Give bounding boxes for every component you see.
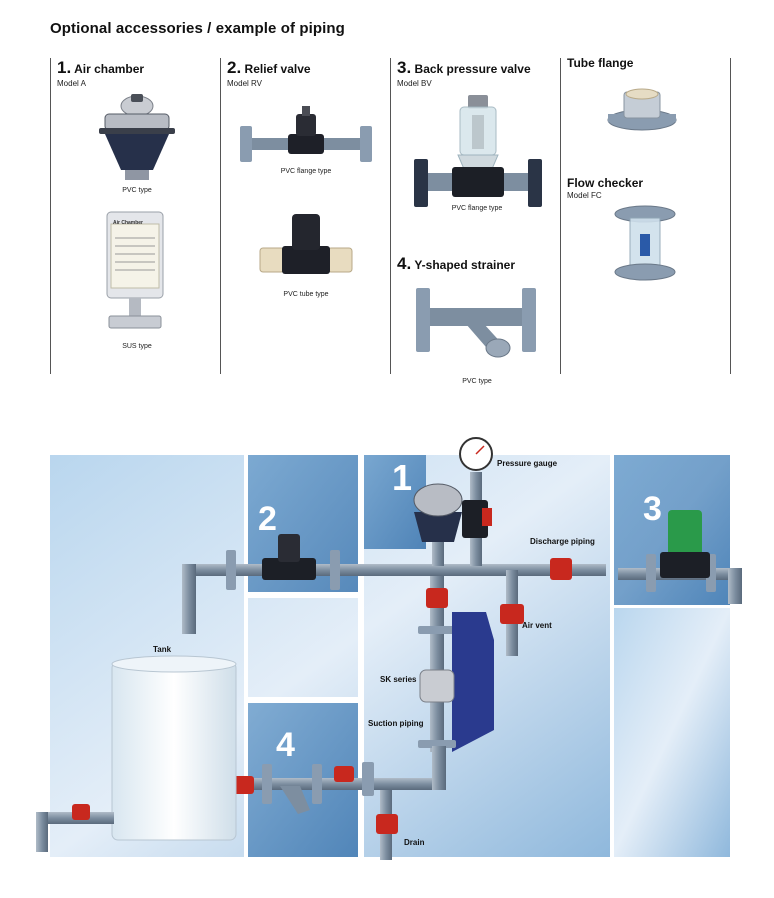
tank-outlet-drop	[36, 812, 48, 852]
panel-number-1: 1	[392, 457, 412, 498]
gauge-valve	[462, 500, 488, 538]
air-chamber-plate-text: Air Chamber	[113, 220, 144, 226]
panel-number-3: 3	[643, 490, 662, 528]
accessory-model: Model A	[57, 79, 86, 88]
label-tank: Tank	[153, 645, 172, 654]
tank-top	[111, 655, 237, 673]
grid-divider	[358, 455, 364, 857]
piping-diagram: 1 3 2 4	[36, 437, 742, 860]
label-pressure-gauge: Pressure gauge	[497, 459, 558, 468]
accessory-heading-flow-checker: Flow checker	[567, 176, 644, 190]
panel-3-pipe-drop	[728, 568, 742, 604]
pump-valve	[426, 588, 448, 608]
flow-checker-image	[614, 205, 676, 281]
gauge-valve-handle	[482, 508, 492, 526]
suction-valve	[232, 776, 254, 794]
pump-flange	[418, 626, 456, 634]
flange	[330, 550, 340, 590]
back-pressure-valve-image	[414, 95, 542, 207]
page-title: Optional accessories / example of piping	[50, 20, 345, 37]
image-caption: SUS type	[122, 343, 152, 350]
y-strainer-image	[416, 288, 536, 358]
sk-pump-motor	[452, 612, 494, 752]
image-caption: PVC tube type	[283, 291, 329, 298]
tube-flange-image	[607, 88, 677, 131]
back-pressure-valve-green	[668, 510, 702, 556]
pump-flange	[418, 740, 456, 748]
image-caption: PVC flange type	[451, 205, 503, 212]
label-suction-piping: Suction piping	[368, 719, 424, 728]
image-caption: PVC type	[122, 187, 152, 194]
relief-valve-flange-image	[240, 106, 372, 162]
discharge-pipe	[186, 564, 606, 576]
label-discharge-piping: Discharge piping	[530, 537, 595, 546]
column-divider	[560, 58, 561, 374]
strainer-flange	[262, 764, 272, 804]
column-divider	[730, 58, 731, 374]
grid-divider	[248, 592, 358, 598]
label-drain: Drain	[404, 838, 425, 847]
accessory-heading-air-chamber: 1. Air chamber	[57, 58, 145, 77]
strainer-flange	[312, 764, 322, 804]
accessory-model: Model FC	[567, 191, 602, 200]
grid-divider	[610, 455, 614, 857]
accessory-heading-y-strainer: 4. Y-shaped strainer	[397, 254, 516, 273]
riser-pipe	[182, 564, 196, 634]
panel-3-flange	[646, 554, 656, 592]
accessory-heading-relief-valve: 2. Relief valve	[227, 58, 311, 77]
column-divider	[220, 58, 221, 374]
accessory-model: Model BV	[397, 79, 432, 88]
relief-valve-bonnet	[278, 534, 300, 562]
grid-divider	[248, 697, 358, 703]
accessory-model: Model RV	[227, 79, 262, 88]
discharge-valve	[550, 558, 572, 580]
relief-valve-body	[262, 558, 316, 580]
tank-outlet-valve	[72, 804, 90, 820]
suction-valve	[334, 766, 354, 782]
tank	[111, 661, 237, 841]
air-chamber-pvc-image	[99, 94, 175, 180]
image-caption: PVC flange type	[280, 168, 332, 175]
background-panel	[612, 608, 730, 857]
air-chamber-body	[414, 512, 462, 542]
label-air-vent: Air vent	[522, 621, 552, 630]
label-sk-series: SK series	[380, 675, 417, 684]
column-divider	[50, 58, 51, 374]
suction-pipe-elbow	[432, 746, 446, 790]
air-chamber-sus-image	[106, 211, 164, 329]
grid-divider	[244, 455, 248, 857]
air-chamber-stem	[432, 538, 444, 566]
back-pressure-valve-base	[660, 552, 710, 578]
pipe-fitting	[362, 762, 374, 796]
accessory-heading-tube-flange: Tube flange	[567, 56, 634, 70]
sk-pump-head	[419, 669, 455, 703]
drain-valve	[376, 814, 398, 834]
pump-discharge-pipe	[430, 576, 444, 752]
image-caption: PVC type	[462, 378, 492, 385]
panel-number-2: 2	[258, 500, 277, 538]
column-divider	[390, 58, 391, 374]
air-chamber-dome	[413, 483, 463, 517]
air-vent-valve	[500, 604, 524, 624]
flange	[226, 550, 236, 590]
panel-number-4: 4	[276, 726, 295, 764]
accessory-heading-back-pressure-valve: 3. Back pressure valve	[397, 58, 531, 77]
y-strainer	[280, 786, 310, 814]
relief-valve-tube-image	[259, 214, 353, 274]
